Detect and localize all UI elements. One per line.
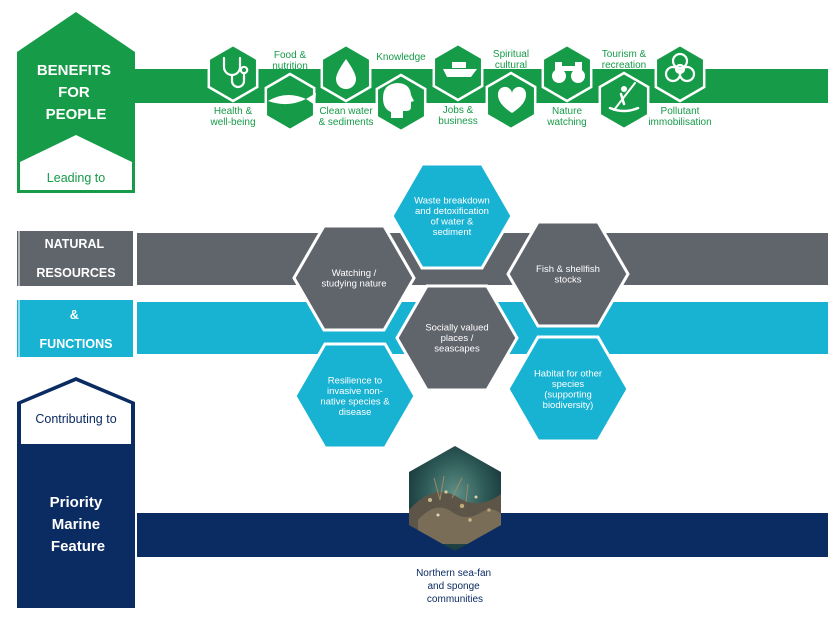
resource-hexagon-label-line: invasive non- xyxy=(327,386,383,397)
feature-heading-line: Priority xyxy=(50,494,103,511)
resource-hexagon-label-line: disease xyxy=(339,407,372,418)
benefit-label: Clean water& sediments xyxy=(318,106,373,128)
feature-caption-line: communities xyxy=(427,594,483,605)
resource-hexagon-label-line: Resilience to xyxy=(328,375,382,386)
benefit-label-line: cultural xyxy=(495,60,527,71)
functions-label-line: FUNCTIONS xyxy=(40,337,113,351)
benefit-label-line: Knowledge xyxy=(376,52,426,63)
resource-hexagon-label-line: and detoxification xyxy=(415,206,489,217)
benefit-label-line: Nature xyxy=(552,106,582,117)
resource-hexagon-label-line: seascapes xyxy=(434,344,480,355)
resource-hexagon-label-line: native species & xyxy=(320,396,390,407)
benefit-label-line: Jobs & xyxy=(443,105,474,116)
feature-caption: Northern sea-fan and sponge communities xyxy=(416,568,494,605)
benefit-label: Jobs &business xyxy=(438,105,477,127)
benefit-label-line: Tourism & xyxy=(602,49,647,60)
resource-hexagon-label-line: stocks xyxy=(555,274,582,285)
benefit-hexagon xyxy=(209,45,257,101)
benefit-label-line: business xyxy=(438,116,477,127)
benefit-label-line: watching xyxy=(546,117,586,128)
resource-hexagon-label-line: places / xyxy=(441,333,474,344)
leading-to-label: Leading to xyxy=(47,171,105,185)
resource-hexagon-label-line: sediment xyxy=(433,227,472,238)
functions-label-line: & xyxy=(70,308,79,322)
resource-hexagon-label-line: Socially valued xyxy=(425,323,488,334)
benefit-label-line: Spiritual xyxy=(493,49,529,60)
resource-hexagon-label-line: of water & xyxy=(431,216,474,227)
benefit-label-line: immobilisation xyxy=(648,117,711,128)
resource-hexagon-label-line: (supporting xyxy=(544,389,592,400)
benefit-label-line: recreation xyxy=(602,60,646,71)
benefit-label-line: well-being xyxy=(209,117,255,128)
natural-resources-label-line: RESOURCES xyxy=(36,266,115,280)
benefit-label-line: & sediments xyxy=(318,117,373,128)
feature-heading: Priority Marine Feature xyxy=(50,494,107,555)
benefits-heading-line: PEOPLE xyxy=(46,106,107,123)
feature-caption-line: and sponge xyxy=(427,581,480,592)
resource-hexagon-label-line: Fish & shellfish xyxy=(536,264,600,275)
resource-hexagon-label-line: Habitat for other xyxy=(534,368,602,379)
resource-hexagon-label-line: studying nature xyxy=(322,278,387,289)
benefit-label-line: Pollutant xyxy=(661,106,700,117)
benefit-label: Knowledge xyxy=(376,52,426,63)
resource-hexagon-label-line: Waste breakdown xyxy=(414,195,490,206)
benefit-label-line: Food & xyxy=(274,50,307,61)
benefit-label: Tourism &recreation xyxy=(602,49,647,71)
natural-resources-label-line: NATURAL xyxy=(45,237,105,251)
benefit-label-line: Clean water xyxy=(319,106,373,117)
resource-hexagon-label-line: species xyxy=(552,379,584,390)
benefits-heading-line: FOR xyxy=(58,84,90,101)
benefit-label: Food &nutrition xyxy=(272,50,308,72)
benefit-label: Health &well-being xyxy=(209,106,255,128)
resource-hexagon-label-line: biodiversity) xyxy=(543,400,594,411)
feature-caption-line: Northern sea-fan xyxy=(416,568,491,579)
benefit-label-line: nutrition xyxy=(272,61,308,72)
feature-heading-line: Feature xyxy=(51,538,105,555)
benefits-heading-line: BENEFITS xyxy=(37,62,111,79)
resource-hexagon-label-line: Watching / xyxy=(332,268,377,279)
contributing-label: Contributing to xyxy=(35,412,116,426)
feature-heading-line: Marine xyxy=(52,516,100,533)
benefit-label-line: Health & xyxy=(214,106,253,117)
